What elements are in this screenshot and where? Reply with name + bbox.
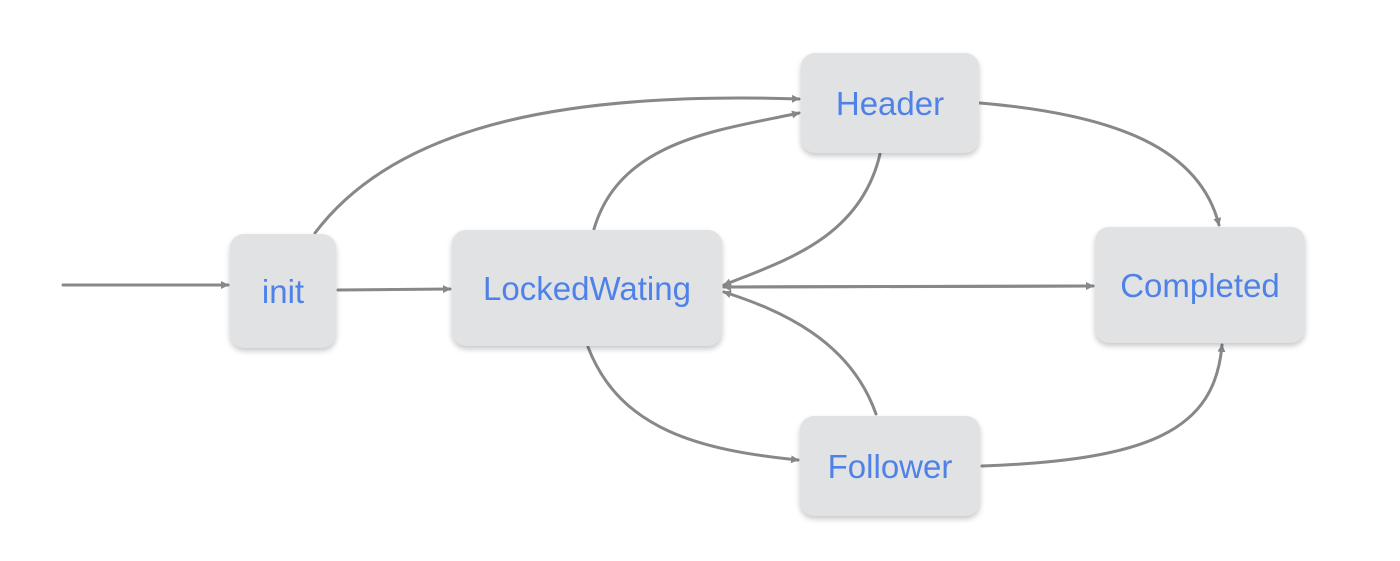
node-header[interactable]: Header [801, 53, 979, 153]
node-header-label: Header [835, 84, 945, 122]
node-locked-waiting-label: LockedWating [483, 269, 691, 307]
edge-header-to-completed [978, 101, 1222, 227]
edge-locked-waiting-to-header [592, 110, 801, 231]
node-locked-waiting[interactable]: LockedWating [452, 230, 722, 346]
edge-follower-to-locked-waiting [722, 290, 878, 416]
node-init[interactable]: init [230, 234, 336, 348]
node-init-label: init [261, 272, 305, 310]
edge-follower-to-completed [980, 343, 1226, 468]
edge-init-to-locked-waiting [336, 285, 452, 294]
edge-init-to-header [313, 94, 801, 235]
node-follower[interactable]: Follower [800, 416, 980, 516]
edge-locked-waiting-to-follower [586, 345, 800, 464]
node-completed[interactable]: Completed [1095, 227, 1305, 343]
edges-layer [61, 94, 1226, 468]
edge-completed-to-locked-waiting [722, 282, 1087, 291]
node-completed-label: Completed [1120, 266, 1280, 304]
edge-header-to-locked-waiting [722, 152, 882, 287]
node-follower-label: Follower [827, 447, 953, 485]
